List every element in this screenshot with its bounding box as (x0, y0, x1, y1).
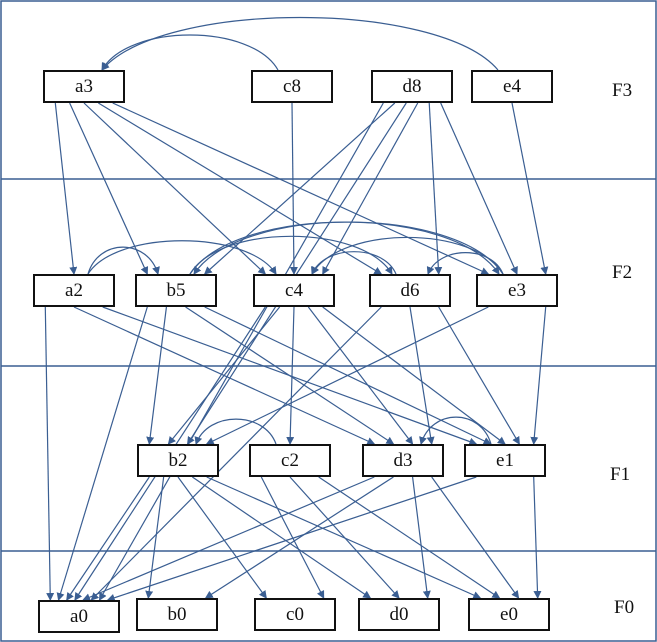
edge-a3-c4 (83, 102, 267, 275)
edge-d3-e0 (431, 476, 520, 599)
node-c0[interactable]: c0 (254, 598, 336, 631)
node-c8[interactable]: c8 (251, 70, 333, 103)
curved-edge-e3-d6 (426, 252, 504, 275)
edge-c4-d3 (307, 306, 414, 445)
edge-b2-d0 (192, 476, 372, 599)
node-d6[interactable]: d6 (369, 274, 451, 307)
edge-e1-a0 (106, 476, 477, 602)
edge-b2-b0 (145, 476, 165, 599)
node-a0[interactable]: a0 (38, 600, 120, 633)
node-a2[interactable]: a2 (33, 274, 115, 307)
curved-edge-a2-b5 (87, 246, 160, 275)
edge-b2-a0 (66, 476, 150, 601)
edge-e1-e0 (533, 476, 542, 599)
edge-e3-b2 (205, 306, 489, 445)
node-d8[interactable]: d8 (371, 70, 453, 103)
edge-c8-c4 (289, 102, 298, 275)
edge-d8-b5 (203, 102, 396, 275)
curved-edge-c8-a3 (101, 34, 279, 71)
node-d3[interactable]: d3 (362, 444, 444, 477)
edge-b5-b2 (146, 306, 168, 445)
edge-d6-d3 (409, 306, 435, 445)
layer-label-f1: F1 (610, 464, 631, 485)
node-e3[interactable]: e3 (476, 274, 558, 307)
edge-b5-a0 (56, 306, 148, 601)
edge-c4-c2 (286, 306, 295, 445)
edge-a3-d6 (98, 102, 383, 275)
edge-d6-a0 (90, 306, 382, 601)
edge-b2-c0 (177, 476, 267, 599)
curved-edge-e3-b5 (193, 221, 504, 275)
node-b0[interactable]: b0 (136, 598, 218, 631)
curved-edge-e4-a3 (101, 16, 499, 71)
edge-e4-e3 (511, 102, 549, 275)
edge-a2-a0 (44, 306, 55, 601)
edge-d8-c4 (322, 102, 419, 275)
layer-label-f3: F3 (612, 80, 633, 101)
edge-c2-e0 (318, 476, 501, 599)
edge-d3-b0 (204, 476, 394, 599)
edge-d8-e3 (440, 102, 518, 275)
edge-a3-b5 (69, 102, 149, 275)
edge-d8-b2 (187, 102, 407, 445)
edge-e3-e1 (530, 306, 547, 445)
edge-b2-e0 (206, 476, 482, 599)
edge-d3-a0 (82, 476, 375, 601)
node-a3[interactable]: a3 (43, 70, 125, 103)
node-e1[interactable]: e1 (464, 444, 546, 477)
edge-a3-a2 (54, 102, 78, 275)
node-d0[interactable]: d0 (358, 598, 440, 631)
edge-d8-a0 (98, 102, 384, 601)
node-c4[interactable]: c4 (253, 274, 335, 307)
curved-edge-b5-d6 (189, 235, 393, 275)
node-b2[interactable]: b2 (137, 444, 219, 477)
node-e4[interactable]: e4 (471, 70, 553, 103)
edge-d8-d6 (428, 102, 443, 275)
layer-label-f0: F0 (614, 597, 635, 618)
curved-edge-c2-b2 (194, 418, 277, 445)
edge-c4-e1 (322, 306, 506, 445)
edge-c2-d0 (289, 476, 400, 599)
edge-d6-e1 (438, 306, 520, 445)
edge-c2-c0 (260, 476, 325, 599)
node-c2[interactable]: c2 (249, 444, 331, 477)
node-b5[interactable]: b5 (135, 274, 217, 307)
layer-label-f2: F2 (612, 262, 633, 283)
edge-c4-b2 (167, 306, 281, 445)
curved-edge-e1-d3 (419, 416, 492, 445)
curved-edge-a2-c4 (87, 240, 277, 275)
edge-b5-d3 (185, 306, 395, 445)
node-e0[interactable]: e0 (468, 598, 550, 631)
